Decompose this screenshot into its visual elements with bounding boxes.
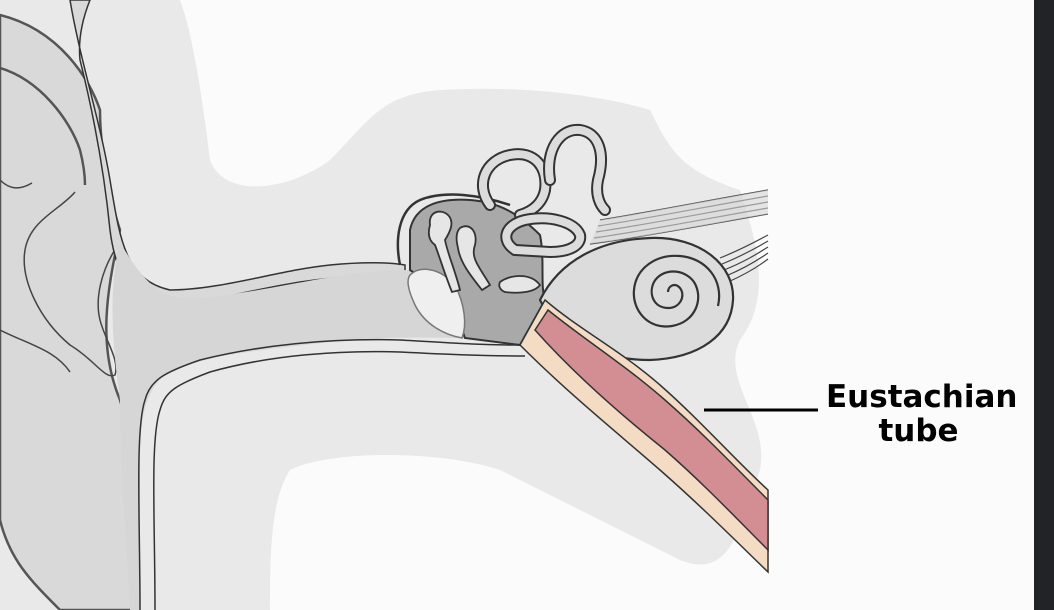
cochlea-spiral xyxy=(632,254,721,328)
pinna-top-curve xyxy=(0,179,33,189)
vestibular-nerve-fill xyxy=(590,190,768,244)
incus xyxy=(455,225,492,292)
malleus xyxy=(427,210,462,294)
eustachian-tube-label: Eustachian tube xyxy=(826,379,1018,449)
label-line-1: Eustachian xyxy=(826,379,1018,415)
semicircular-canal-1-fill xyxy=(478,150,550,219)
pinna-inner-curve xyxy=(23,191,121,377)
stapes xyxy=(498,275,542,294)
canal-lower-wall xyxy=(138,338,521,610)
pinna-fold xyxy=(0,66,87,186)
eustachian-tube-inner xyxy=(534,308,769,552)
cochlear-nerve xyxy=(719,234,769,283)
dark-side-strip xyxy=(1034,0,1054,610)
canal-lower-wall-inner xyxy=(153,350,526,610)
semicircular-canal-2-fill xyxy=(545,125,609,214)
semicircular-canal-3-fill xyxy=(502,214,585,257)
pinna-lobe-curve xyxy=(0,329,71,373)
label-line-2: tube xyxy=(878,413,959,449)
ear-canal xyxy=(112,242,465,610)
